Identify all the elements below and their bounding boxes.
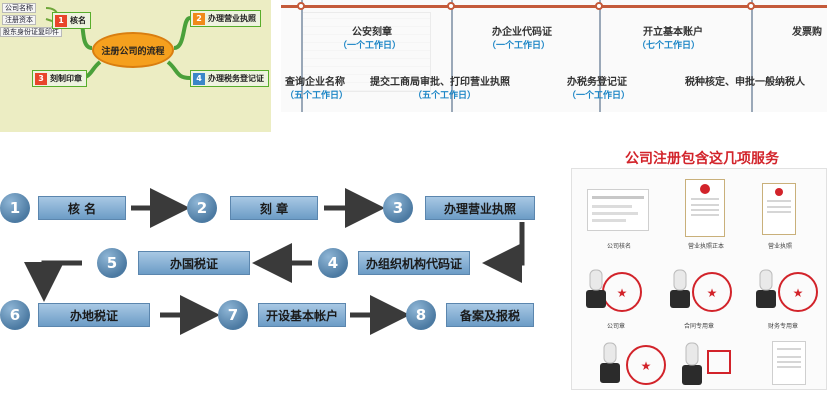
- company-seal-icon: ★: [586, 269, 642, 312]
- timeline-tick: [451, 0, 453, 112]
- step-org-code: 办组织机构代码证: [358, 251, 470, 275]
- timeline-step-days: （一个工作日）: [567, 91, 631, 101]
- mindmap-node-label: 办理营业执照: [208, 14, 256, 23]
- step-number: 5: [97, 248, 127, 278]
- service-label: 营业执照: [768, 243, 793, 250]
- service-label: 营业执照正本: [688, 243, 725, 250]
- step-name-check: 核 名: [38, 196, 126, 220]
- service-label: 合同专用章: [684, 323, 715, 330]
- timeline-step-days: （五个工作日）: [413, 91, 477, 101]
- timeline-axis: [281, 5, 827, 8]
- timeline-step-label: 办税务登记证: [567, 77, 627, 88]
- timeline-tick: [599, 0, 601, 112]
- flowchart-arrows: [24, 188, 525, 335]
- step-number: 1: [0, 193, 30, 223]
- step-national-tax: 办国税证: [138, 251, 250, 275]
- timeline-step-label: 提交工商局审批、打印营业执照: [370, 77, 510, 88]
- mindmap-node-number: 1: [55, 14, 67, 27]
- svg-text:★: ★: [707, 286, 718, 300]
- arrow-elbow-icon: [482, 222, 525, 283]
- step-seal-carving: 刻 章: [230, 196, 318, 220]
- step-number: 7: [218, 300, 248, 330]
- finance-seal-icon: ★: [756, 269, 818, 312]
- license-original-image: [685, 179, 725, 237]
- step-number: 2: [187, 193, 217, 223]
- svg-text:★: ★: [617, 286, 628, 300]
- step-number: 6: [0, 300, 30, 330]
- step-number: 8: [406, 300, 436, 330]
- timeline-step-label: 查询企业名称: [285, 77, 345, 88]
- timeline-tick: [301, 0, 303, 112]
- mindmap-node-number: 3: [35, 72, 47, 85]
- name-check-form-image: [587, 189, 649, 231]
- mindmap-node-number: 4: [193, 72, 205, 85]
- timeline-tick: [751, 0, 753, 112]
- timeline-step-label: 税种核定、申批一般纳税人: [685, 77, 805, 88]
- service-label: 财务专用章: [768, 323, 799, 330]
- contract-seal-icon: ★: [670, 269, 732, 312]
- timeline-dot: [747, 2, 755, 10]
- service-label: 公司章: [607, 323, 626, 330]
- mindmap-node-seal: 3 刻制印章: [32, 70, 87, 87]
- step-business-license: 办理营业执照: [425, 196, 535, 220]
- step-filing-tax: 备案及报税: [446, 303, 534, 327]
- timeline-step-label: 办企业代码证: [492, 27, 552, 38]
- timeline-step-label: 发票购: [792, 27, 822, 38]
- mindmap-item-id-copy: 股东身份证复印件: [0, 27, 62, 37]
- timeline-step-days: （五个工作日）: [285, 91, 349, 101]
- mindmap-node-label: 刻制印章: [50, 74, 82, 83]
- step-number: 3: [383, 193, 413, 223]
- step-number: 4: [318, 248, 348, 278]
- svg-text:★: ★: [793, 286, 804, 300]
- company-registration-mindmap: 公司名称 注册资本 股东身份证复印件 1 核名 2 办理营业执照 注册公司的流程…: [0, 0, 271, 132]
- step-local-tax: 办地税证: [38, 303, 150, 327]
- mindmap-node-label: 核名: [70, 16, 86, 25]
- timeline-dot: [595, 2, 603, 10]
- mindmap-node-business-license: 2 办理营业执照: [190, 10, 261, 27]
- svg-text:★: ★: [641, 359, 652, 373]
- mindmap-center: 注册公司的流程: [92, 32, 174, 68]
- timeline-dot: [447, 2, 455, 10]
- mindmap-item-capital: 注册资本: [2, 15, 36, 25]
- invoice-seal-icon: ★: [600, 342, 666, 385]
- mindmap-node-label: 办理税务登记证: [208, 74, 264, 83]
- timeline-step-days: （七个工作日）: [637, 41, 701, 51]
- timeline-step-days: （一个工作日）: [338, 41, 402, 51]
- legal-person-seal-icon: [682, 342, 731, 385]
- timeline-dot: [297, 2, 305, 10]
- arrow-elbow-icon: [24, 260, 82, 302]
- step-bank-account: 开设基本帐户: [258, 303, 346, 327]
- timeline-step-label: 公安刻章: [352, 27, 392, 38]
- document-image: [772, 341, 806, 385]
- service-label: 公司核名: [607, 243, 632, 250]
- services-panel: 公司核名 营业执照正本 营业执照 ★ 公司章 ★ 合同专用章 ★ 财务专用章: [571, 168, 827, 390]
- license-copy-image: [762, 183, 796, 235]
- mindmap-node-number: 2: [193, 12, 205, 25]
- mindmap-item-company-name: 公司名称: [2, 3, 36, 13]
- mindmap-node-name-check: 1 核名: [52, 12, 91, 29]
- mindmap-node-tax-registration: 4 办理税务登记证: [190, 70, 269, 87]
- services-title: 公司注册包含这几项服务: [625, 151, 779, 167]
- timeline-document-watermark: [301, 12, 431, 92]
- timeline-step-days: （一个工作日）: [487, 41, 551, 51]
- timeline-step-label: 开立基本账户: [643, 27, 703, 38]
- registration-timeline: 公安刻章 （一个工作日） 办企业代码证 （一个工作日） 开立基本账户 （七个工作…: [281, 0, 827, 112]
